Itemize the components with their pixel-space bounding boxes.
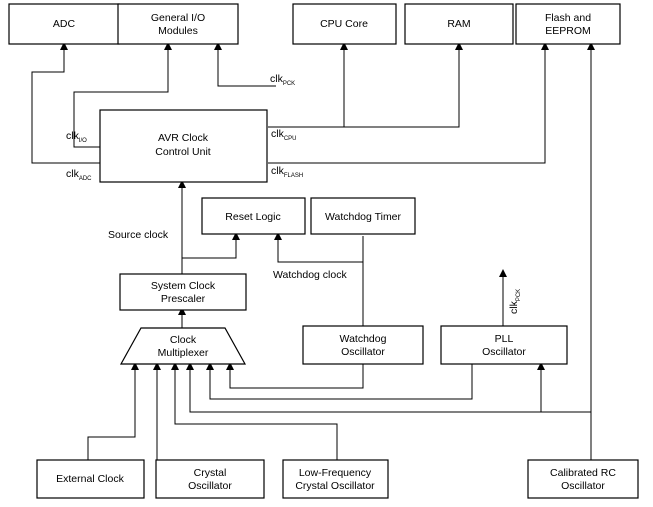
label-source-clock: Source clock xyxy=(108,229,169,241)
block-ram: RAM xyxy=(404,3,514,45)
signal-clk-flash: clkFLASH xyxy=(271,165,303,179)
block-crystal-line2: Oscillator xyxy=(188,480,232,492)
block-reset-logic: Reset Logic xyxy=(201,197,306,235)
block-flash-eeprom: Flash and EEPROM xyxy=(515,3,621,45)
signal-clk-adc-sub: ADC xyxy=(79,176,92,182)
block-ext-label: External Clock xyxy=(56,473,124,485)
block-crystal-line1: Crystal xyxy=(194,467,227,479)
block-avr-line2: Control Unit xyxy=(155,146,211,158)
label-watchdog-clock: Watchdog clock xyxy=(273,269,347,281)
wire-prescaler-reset xyxy=(182,232,240,259)
block-general-io: General I/O Modules xyxy=(117,3,239,45)
signal-clk-adc: clkADC xyxy=(66,168,92,182)
block-prescaler-line1: System Clock xyxy=(151,280,216,292)
wires xyxy=(31,42,595,460)
block-clock-multiplexer: Clock Multiplexer xyxy=(119,327,247,365)
signal-clk-cpu: clkCPU xyxy=(271,128,297,142)
signal-clk-io-base: clk xyxy=(66,130,80,142)
block-low-frequency-crystal: Low-Frequency Crystal Oscillator xyxy=(282,459,389,499)
wire-clk-cpu-ram xyxy=(344,42,463,128)
block-pll-line2: Oscillator xyxy=(482,346,526,358)
wire-clk-adc xyxy=(31,42,100,164)
block-cpu-core-label: CPU Core xyxy=(320,18,368,30)
block-general-io-line2: Modules xyxy=(158,25,198,37)
signal-clk-pck-pll: clkPCK xyxy=(508,289,522,314)
wire-ext-mux xyxy=(87,362,139,460)
block-lfcrystal-line2: Crystal Oscillator xyxy=(295,480,375,492)
block-watchdog-oscillator: Watchdog Oscillator xyxy=(302,325,424,365)
signal-clk-flash-sub: FLASH xyxy=(284,173,303,179)
wire-pll-mux xyxy=(206,362,473,400)
block-general-io-line1: General I/O xyxy=(151,12,205,24)
wire-rc-mux xyxy=(186,362,591,413)
block-external-clock: External Clock xyxy=(36,459,145,499)
wire-clk-io xyxy=(73,42,172,148)
block-system-clock-prescaler: System Clock Prescaler xyxy=(119,273,247,311)
block-ram-label: RAM xyxy=(447,18,470,30)
wire-clk-pck xyxy=(214,42,276,87)
signal-clk-pck-base: clk xyxy=(270,73,284,85)
block-prescaler-line2: Prescaler xyxy=(161,293,206,305)
signal-clk-cpu-base: clk xyxy=(271,128,285,140)
signal-clk-cpu-sub: CPU xyxy=(284,136,297,142)
block-avr-line1: AVR Clock xyxy=(158,132,209,144)
signal-clk-adc-base: clk xyxy=(66,168,80,180)
wire-lfcrystal-mux xyxy=(171,362,338,460)
wire-clk-flash xyxy=(268,42,549,164)
block-wdt-label: Watchdog Timer xyxy=(325,211,402,223)
block-rc-line2: Oscillator xyxy=(561,480,605,492)
block-adc: ADC xyxy=(8,3,120,45)
block-lfcrystal-line1: Low-Frequency xyxy=(299,467,372,479)
signal-clk-pck-pll-sub: PCK xyxy=(516,289,522,301)
block-reset-label: Reset Logic xyxy=(225,211,280,223)
block-flash-line2: EEPROM xyxy=(545,25,591,37)
block-mux-line1: Clock xyxy=(170,334,197,346)
block-cpu-core: CPU Core xyxy=(292,3,397,45)
block-pll-oscillator: PLL Oscillator xyxy=(440,325,568,365)
signal-clk-pck-pll-base: clk xyxy=(508,300,520,314)
block-mux-line2: Multiplexer xyxy=(158,347,209,359)
block-watchdog-timer: Watchdog Timer xyxy=(310,197,416,235)
wire-clk-cpu-core xyxy=(268,42,348,128)
block-pll-line1: PLL xyxy=(495,333,514,345)
signal-clk-flash-base: clk xyxy=(271,165,285,177)
signal-clk-io-sub: I/O xyxy=(79,138,87,144)
signal-clk-io: clkI/O xyxy=(66,130,87,144)
wire-wdosc-mux xyxy=(226,362,364,389)
block-wdosc-line1: Watchdog xyxy=(340,333,387,345)
block-flash-line1: Flash and xyxy=(545,12,591,24)
wire-wdclk-reset xyxy=(274,232,363,263)
signal-clk-pck: clkPCK xyxy=(270,73,295,87)
block-avr-clock-control: AVR Clock Control Unit xyxy=(99,109,268,183)
signal-clk-pck-sub: PCK xyxy=(283,81,295,87)
block-wdosc-line2: Oscillator xyxy=(341,346,385,358)
block-crystal-oscillator: Crystal Oscillator xyxy=(155,459,265,499)
block-rc-line1: Calibrated RC xyxy=(550,467,616,479)
block-adc-label: ADC xyxy=(53,18,76,30)
block-calibrated-rc-oscillator: Calibrated RC Oscillator xyxy=(527,459,639,499)
